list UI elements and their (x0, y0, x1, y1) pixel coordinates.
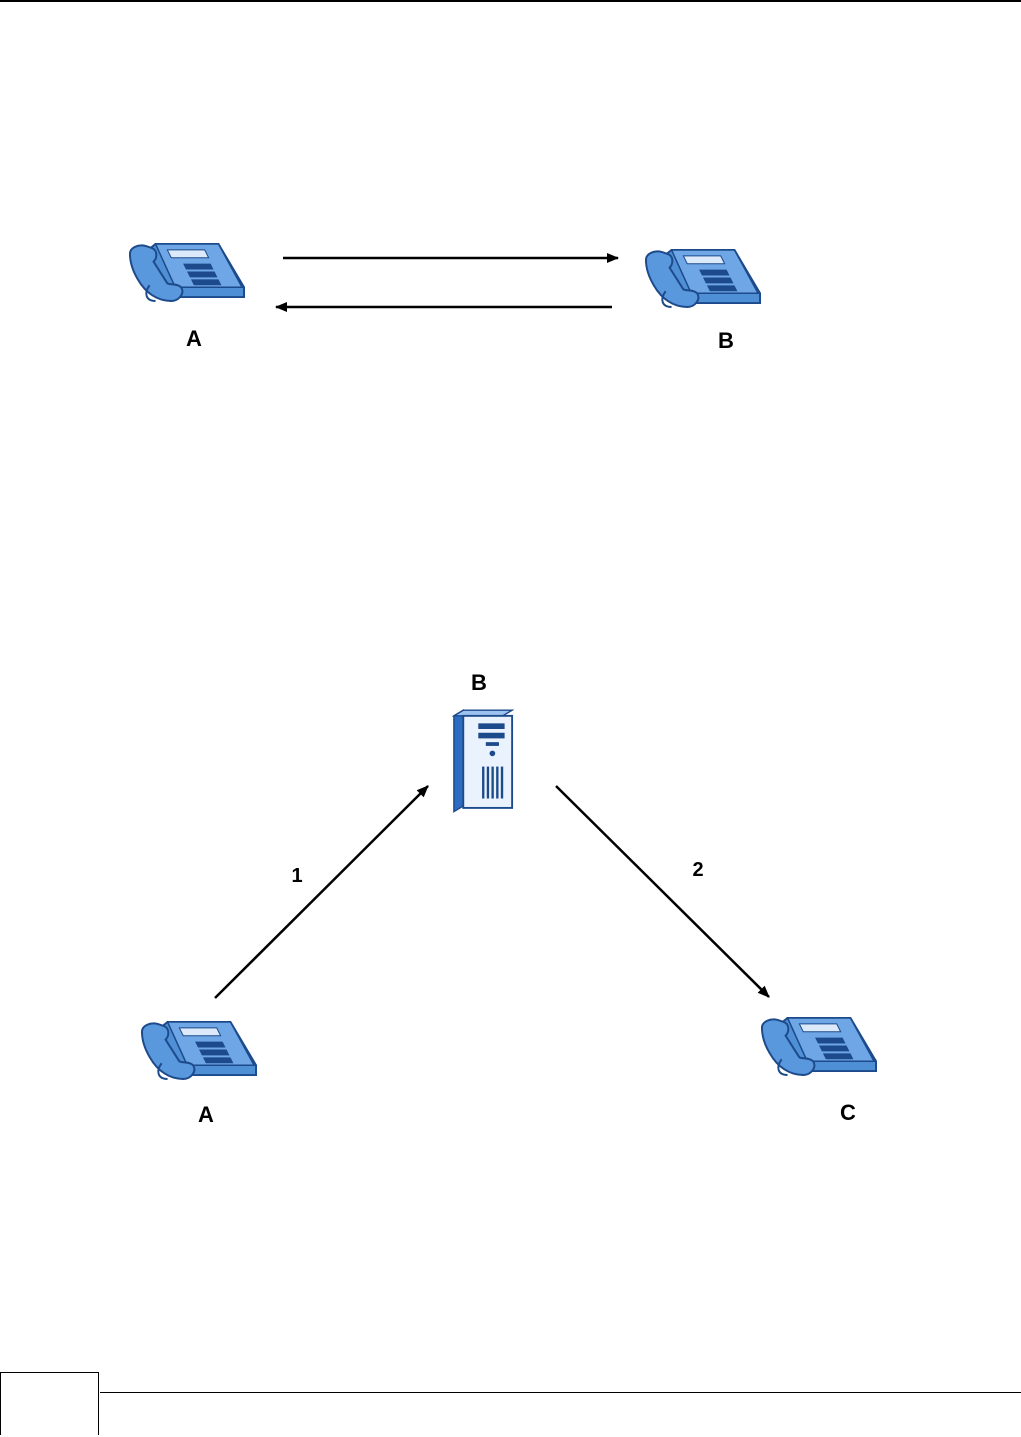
arrow-a-to-b (215, 786, 428, 998)
phone-icon (762, 1018, 876, 1075)
phone-icon (142, 1022, 256, 1079)
diagram-2: B 1 2 A C (142, 670, 876, 1127)
phone-icon (130, 244, 244, 301)
node-label-b: B (718, 328, 734, 353)
page-number-box (0, 1372, 99, 1435)
node-label-c: C (840, 1100, 856, 1125)
server-icon (454, 710, 512, 811)
step-label-1: 1 (291, 865, 302, 887)
node-label-b: B (471, 670, 487, 695)
footer-rule (100, 1392, 1021, 1393)
arrow-b-to-c (556, 786, 769, 997)
step-label-2: 2 (692, 859, 703, 881)
phone-icon (646, 250, 760, 307)
diagram-1: A B (130, 244, 760, 353)
node-label-a: A (198, 1102, 214, 1127)
node-label-a: A (186, 326, 202, 351)
